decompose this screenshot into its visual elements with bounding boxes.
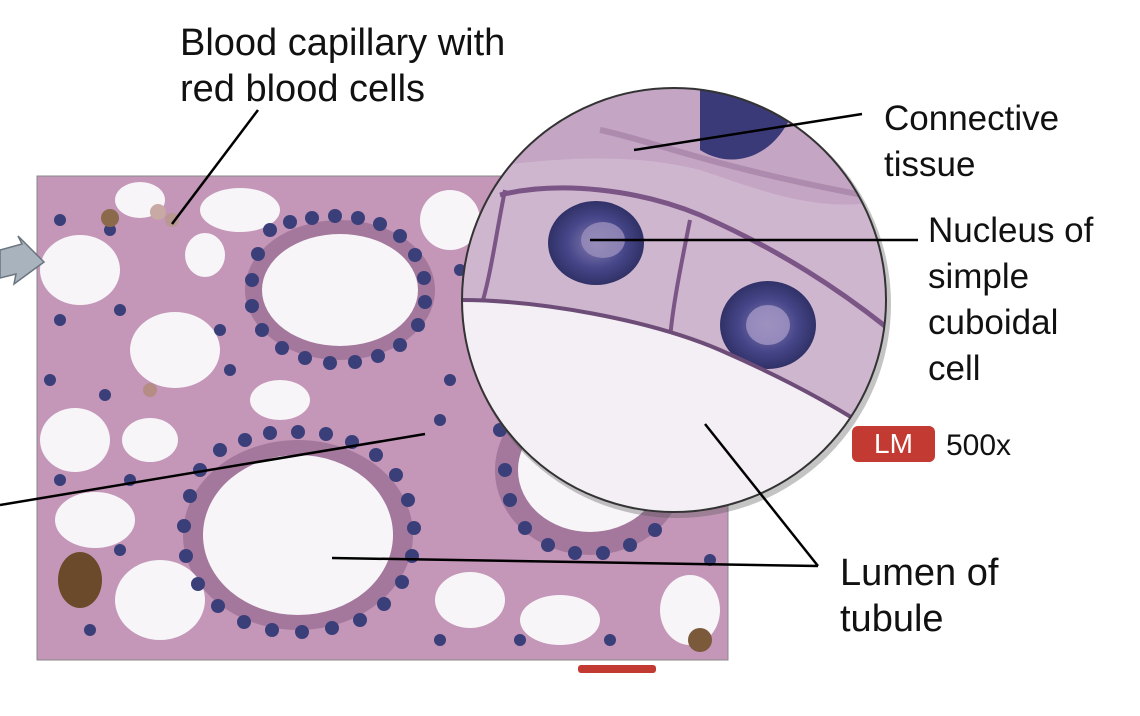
- label-line: simple: [928, 257, 1030, 296]
- label-line: red blood cells: [180, 68, 426, 110]
- label-nucleus: Nucleus of simple cuboidal cell: [928, 208, 1128, 392]
- label-line: Blood capillary with: [180, 22, 506, 64]
- cropped-badge: [578, 665, 656, 673]
- label-blood-capillary: Blood capillary with red blood cells: [180, 20, 580, 112]
- magnification-text: 500x: [946, 429, 1012, 462]
- label-line: Connective: [884, 99, 1060, 138]
- arrow-icon: [0, 235, 46, 286]
- label-line: Nucleus of: [928, 211, 1094, 250]
- label-line: cell: [928, 349, 981, 388]
- label-line: Lumen of: [840, 552, 999, 594]
- zoom-inset: [461, 87, 891, 518]
- leader-lines: [0, 109, 918, 568]
- label-connective-tissue: Connective tissue: [884, 96, 1124, 188]
- red-blood-cells: [58, 204, 712, 652]
- label-lumen-of-tubule: Lumen of tubule: [840, 550, 1100, 642]
- label-line: cuboidal: [928, 303, 1059, 342]
- lm-badge: LM: [852, 426, 935, 462]
- label-line: tissue: [884, 145, 976, 184]
- cell-nuclei: [44, 209, 716, 646]
- label-line: tubule: [840, 598, 944, 640]
